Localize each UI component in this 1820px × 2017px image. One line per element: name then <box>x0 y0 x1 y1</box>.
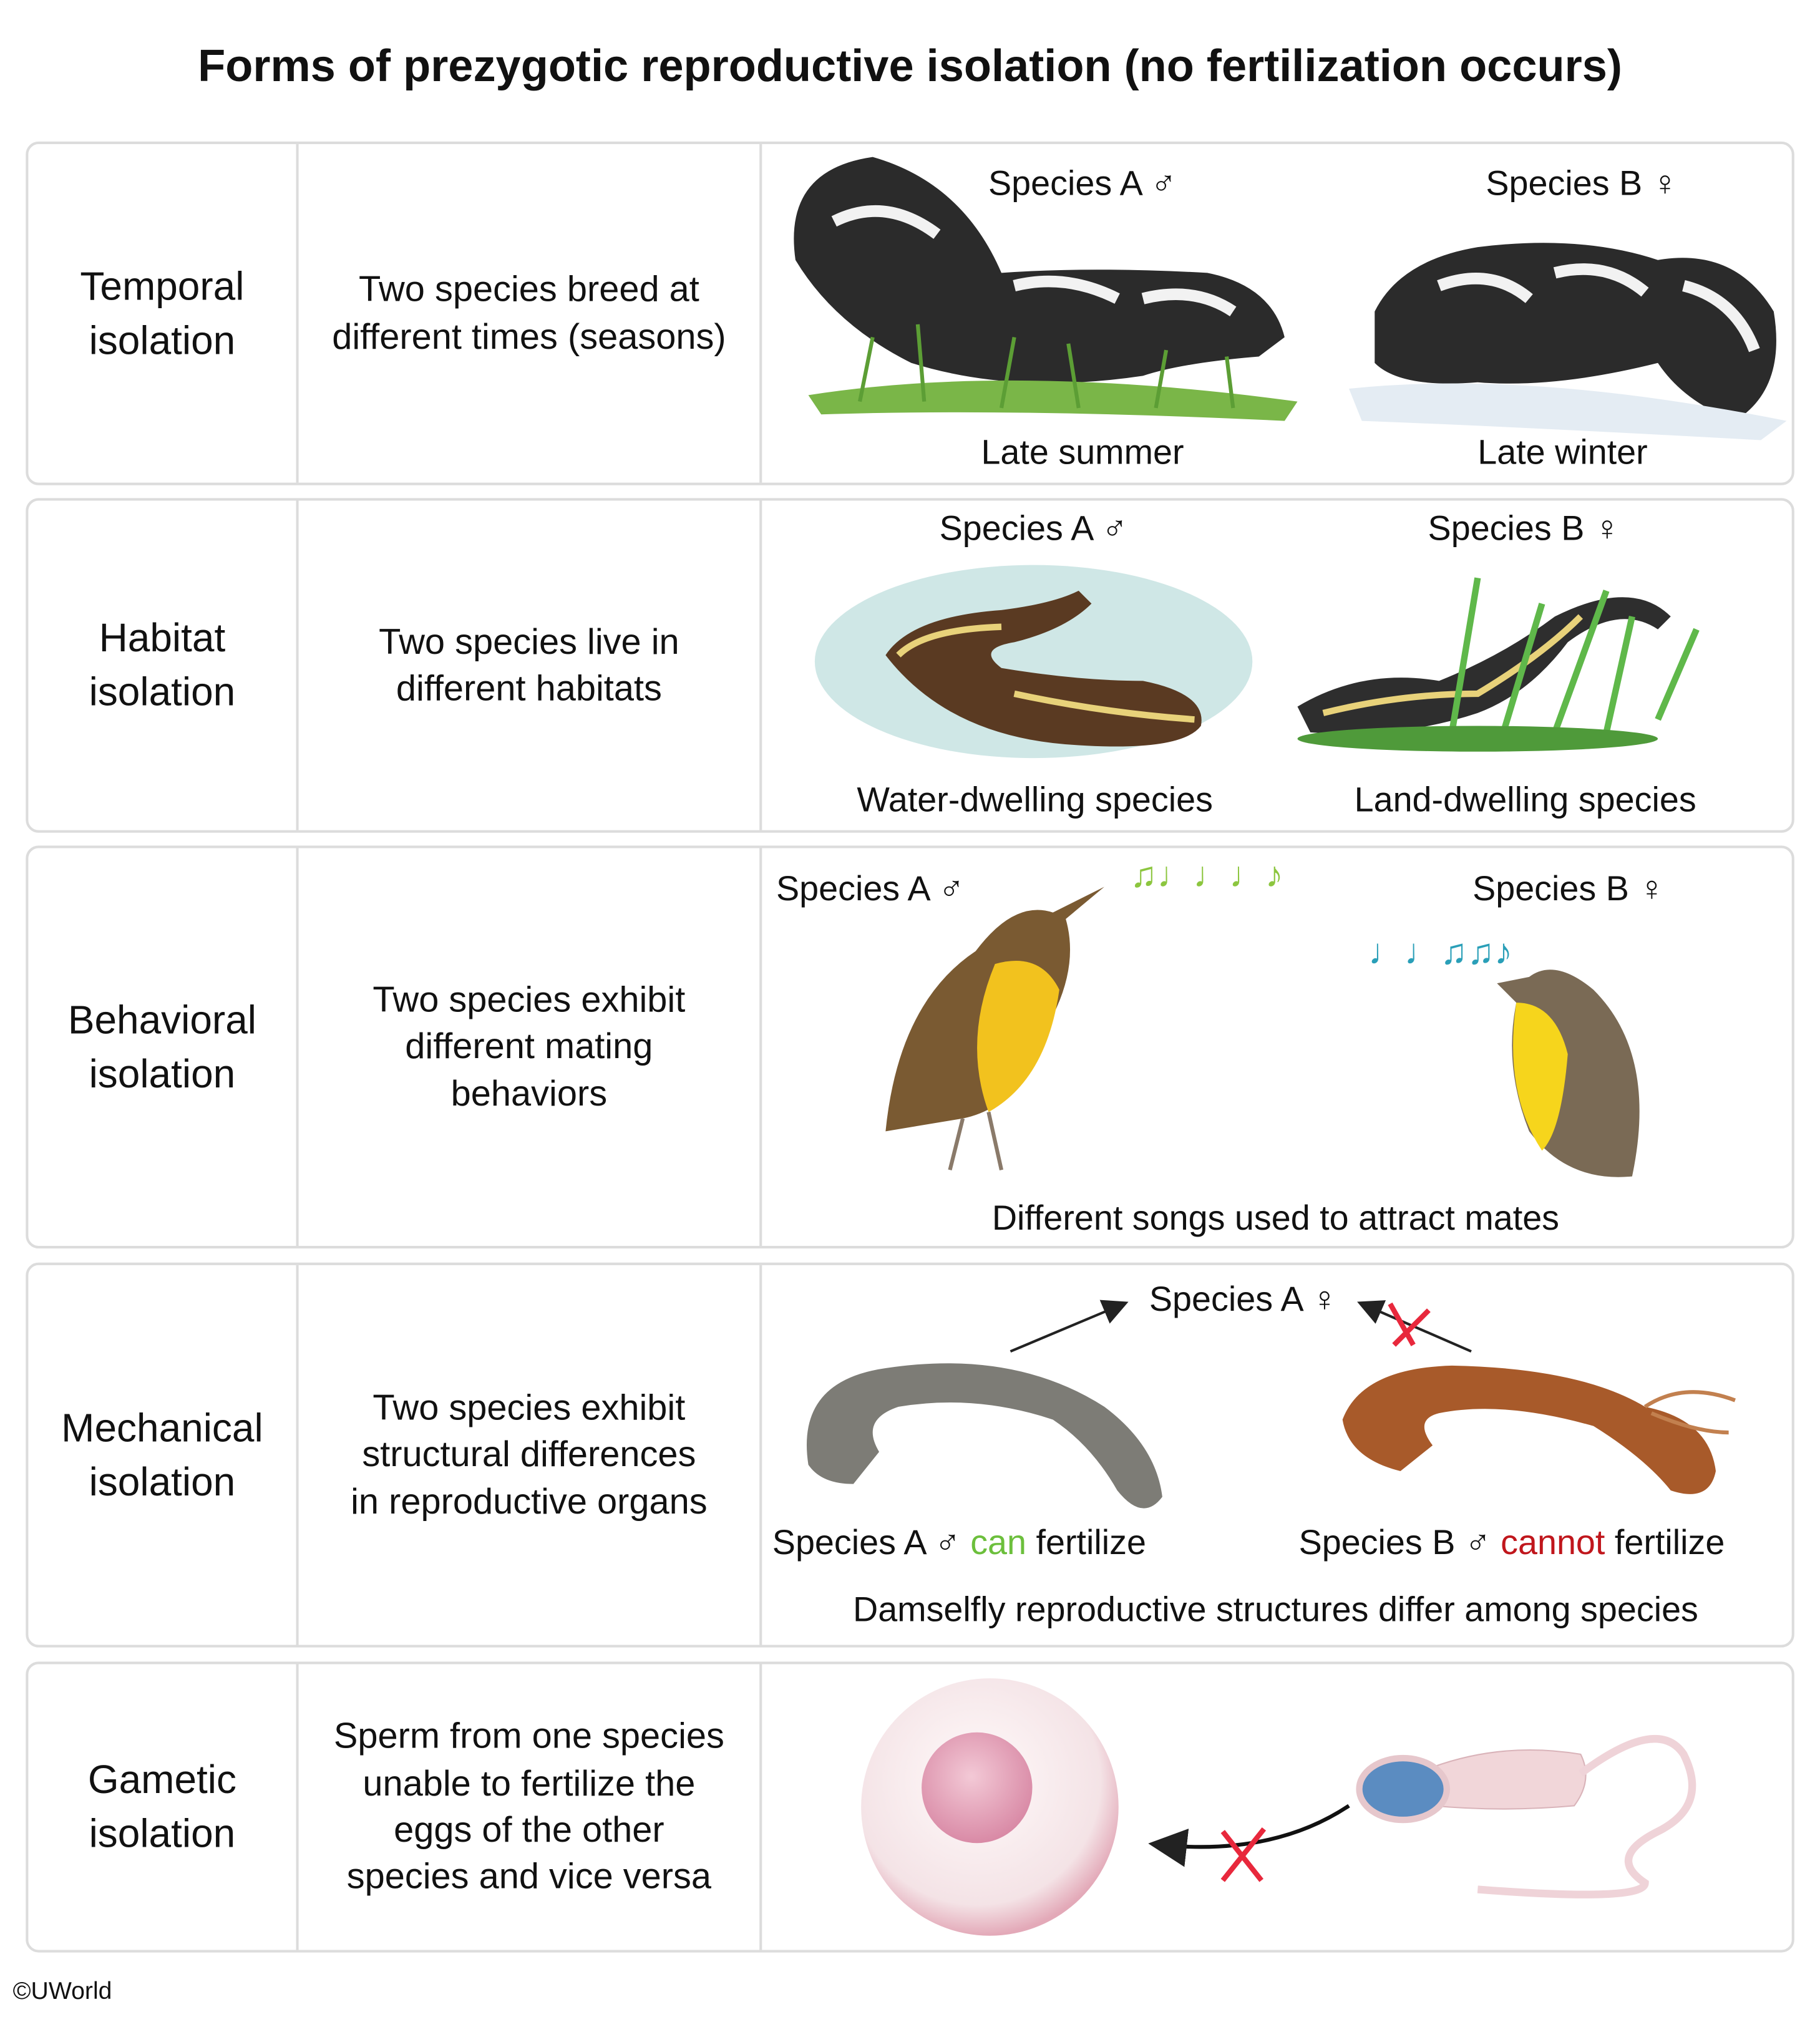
desc-line: Two species exhibit <box>372 979 686 1019</box>
organ-species-a <box>806 1363 1162 1509</box>
arrow-cannot <box>1357 1300 1472 1353</box>
species-a-can-fertilize: Species A ♂ can fertilize <box>772 1524 1146 1563</box>
cross-icon <box>1220 1827 1267 1882</box>
caption-late-summer: Late summer <box>981 433 1184 472</box>
heading-line: Habitat <box>99 615 226 661</box>
heading-line: isolation <box>89 1810 236 1856</box>
caption-late-winter: Late winter <box>1477 433 1648 472</box>
species-b-label: Species B ♀ <box>1472 869 1665 908</box>
illustration-cell: Species A ♂ Species B ♀ Late summer Late… <box>757 144 1792 483</box>
caption-land-dwelling: Land-dwelling species <box>1354 780 1696 820</box>
desc-line: eggs of the other <box>394 1809 664 1850</box>
row-description: Two species exhibit structural difference… <box>296 1265 762 1645</box>
skunk-a <box>794 157 1298 421</box>
row-heading: Mechanical isolation <box>28 1265 296 1645</box>
row-description: Two species breed at different times (sea… <box>296 144 762 483</box>
species-b-cannot-fertilize: Species B ♂ cannot fertilize <box>1299 1524 1725 1563</box>
species-a-label: Species A ♂ <box>776 869 965 908</box>
music-notes-green: ♫♩♩♩♪ <box>1130 855 1283 895</box>
heading-line: Temporal <box>80 263 245 309</box>
desc-line: in reproductive organs <box>351 1480 708 1521</box>
gamete-illustration <box>861 1678 1696 1936</box>
row-behavioral: Behavioral isolation Two species exhibit d… <box>26 845 1794 1249</box>
land-snake <box>1297 597 1671 734</box>
row-gametic: Gametic isolation Sperm from one species u… <box>26 1661 1794 1953</box>
row-description: Two species exhibit different mating behav… <box>296 848 762 1246</box>
desc-line: different mating <box>405 1026 653 1066</box>
heading-line: isolation <box>89 669 236 714</box>
skunk-illustration <box>794 157 1787 440</box>
heading-line: isolation <box>89 1051 236 1096</box>
cannot-text: cannot <box>1501 1523 1605 1562</box>
label-text: Species B ♂ <box>1298 1523 1491 1562</box>
bird-b: ♩♩♫♫♪ <box>1368 932 1640 1177</box>
organ-species-b <box>1342 1365 1716 1494</box>
row-mechanical: Mechanical isolation Two species exhibit s… <box>26 1262 1794 1648</box>
heading-line: Mechanical <box>61 1405 263 1451</box>
label-text: Species A ♂ <box>772 1523 961 1562</box>
species-b-label: Species B ♀ <box>1486 164 1678 203</box>
species-a-label: Species A ♂ <box>939 508 1128 548</box>
desc-line: species and vice versa <box>346 1856 712 1897</box>
heading-line: Gametic <box>87 1757 236 1802</box>
page-title: Forms of prezygotic reproductive isolati… <box>198 41 1622 92</box>
caption-songs: Different songs used to attract mates <box>991 1198 1560 1238</box>
music-notes-blue: ♩♩♫♫♪ <box>1368 932 1512 972</box>
desc-line: different habitats <box>396 668 662 708</box>
illustration-cell: Species A ♂ Species B ♀ Water-dwelling s… <box>757 501 1792 830</box>
row-description: Two species live in different habitats <box>296 500 762 830</box>
desc-line: unable to fertilize the <box>363 1762 696 1803</box>
label-text: fertilize <box>1614 1523 1725 1562</box>
heading-line: Behavioral <box>67 997 257 1043</box>
illustration-cell <box>757 1664 1792 1950</box>
label-text: fertilize <box>1036 1523 1147 1562</box>
row-habitat: Habitat isolation Two species live in diff… <box>26 498 1794 833</box>
sperm-cell <box>1356 1734 1696 1898</box>
row-heading: Habitat isolation <box>28 501 296 830</box>
damselfly-illustration <box>806 1300 1736 1509</box>
arrow-blocked <box>1148 1804 1350 1867</box>
row-description: Sperm from one species unable to fertiliz… <box>296 1664 762 1950</box>
bird-a: ♫♩♩♩♪ <box>885 855 1283 1171</box>
desc-line: Two species live in <box>379 621 679 661</box>
species-b-label: Species B ♀ <box>1428 508 1620 548</box>
caption-water-dwelling: Water-dwelling species <box>857 780 1213 820</box>
heading-line: isolation <box>89 1459 236 1504</box>
desc-line: different times (seasons) <box>332 316 726 356</box>
skunk-b <box>1349 243 1787 440</box>
illustration-cell: ♫♩♩♩♪ ♩♩♫♫♪ Species A ♂ Species B ♀ Diff… <box>757 848 1792 1246</box>
arrow-can <box>1010 1300 1129 1353</box>
desc-line: Two species breed at <box>358 269 699 309</box>
egg-nucleus <box>922 1732 1033 1844</box>
snake-illustration <box>814 565 1700 759</box>
desc-line: structural differences <box>362 1434 696 1474</box>
desc-line: Sperm from one species <box>333 1716 724 1756</box>
illustration-cell: Species A ♀ Species A ♂ can fertilize Sp… <box>757 1265 1792 1645</box>
copyright: ©UWorld <box>12 1978 112 2006</box>
can-text: can <box>970 1523 1027 1562</box>
desc-line: Two species exhibit <box>372 1387 686 1427</box>
meadowlark-illustration: ♫♩♩♩♪ ♩♩♫♫♪ <box>885 855 1640 1177</box>
cross-icon <box>1388 1302 1431 1347</box>
row-heading: Gametic isolation <box>28 1664 296 1950</box>
species-a-female-label: Species A ♀ <box>1149 1280 1338 1319</box>
row-temporal: Temporal isolation Two species breed at di… <box>26 141 1794 485</box>
caption-damselfly: Damselfly reproductive structures differ… <box>852 1590 1698 1629</box>
row-heading: Temporal isolation <box>28 144 296 483</box>
species-a-label: Species A ♂ <box>988 164 1177 203</box>
desc-line: behaviors <box>450 1072 608 1113</box>
row-heading: Behavioral isolation <box>28 848 296 1246</box>
heading-line: isolation <box>89 317 236 362</box>
